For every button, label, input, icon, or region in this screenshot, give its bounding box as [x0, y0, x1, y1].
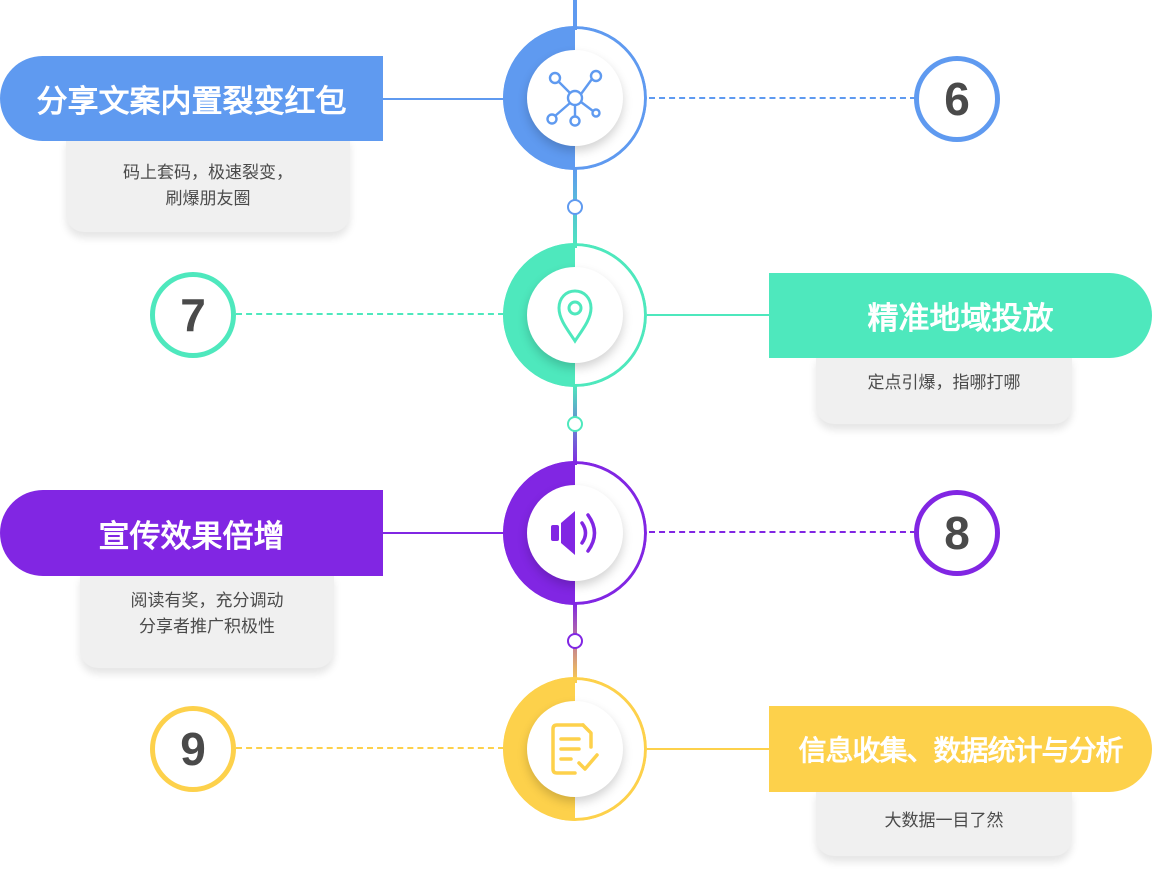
step-8-dashed-connector [649, 531, 916, 533]
step-8-description-card: 阅读有奖，充分调动 分享者推广积极性 [80, 574, 334, 668]
step-9-title: 信息收集、数据统计与分析 [798, 734, 1123, 767]
step-6-number-badge: 6 [914, 56, 1000, 142]
step-6-hub [503, 26, 647, 170]
step-8-desc-line-2: 分享者推广积极性 [139, 617, 275, 637]
step-8-title: 宣传效果倍增 [98, 518, 285, 555]
step-8-title-banner: 宣传效果倍增 [0, 490, 383, 576]
step-9-desc-line-1: 大数据一目了然 [884, 811, 1004, 831]
step-6-description-card: 码上套码，极速裂变， 刷爆朋友圈 [66, 138, 350, 232]
step-9-hub [503, 677, 647, 821]
timeline-dot [567, 416, 583, 432]
step-7-title: 精准地域投放 [867, 301, 1054, 337]
step-9-number-badge: 9 [150, 706, 236, 792]
step-7-number-badge: 7 [150, 272, 236, 358]
document-check-icon [551, 723, 599, 775]
step-8-connector [383, 532, 505, 534]
step-9-description-card: 大数据一目了然 [816, 790, 1072, 856]
step-9-dashed-connector [236, 747, 504, 749]
step-6-connector [383, 98, 505, 100]
network-share-icon [546, 69, 603, 127]
step-6-title-banner: 分享文案内置裂变红包 [0, 56, 383, 141]
timeline-dot [567, 199, 583, 215]
step-7-dashed-connector [236, 313, 504, 315]
step-8-number: 8 [944, 507, 970, 559]
step-7-number: 7 [180, 289, 206, 341]
step-8-desc-line-1: 阅读有奖，充分调动 [130, 591, 284, 611]
timeline-segment-top [573, 0, 577, 30]
step-6-title: 分享文案内置裂变红包 [36, 84, 347, 120]
step-8-number-badge: 8 [914, 490, 1000, 576]
step-7-desc-line-1: 定点引爆，指哪打哪 [867, 373, 1021, 393]
location-pin-icon [557, 289, 593, 344]
step-6-desc-line-1: 码上套码，极速裂变， [123, 163, 293, 183]
step-7-title-banner: 精准地域投放 [769, 273, 1152, 358]
timeline-dot [567, 633, 583, 649]
step-6-number: 6 [944, 73, 970, 125]
step-7-connector [647, 314, 769, 316]
step-9-number: 9 [180, 723, 206, 775]
step-9-title-banner: 信息收集、数据统计与分析 [769, 706, 1152, 792]
step-6-desc-line-2: 刷爆朋友圈 [165, 189, 251, 209]
step-8-hub [503, 461, 647, 605]
step-7-hub [503, 243, 647, 387]
step-9-connector [647, 748, 769, 750]
step-6-dashed-connector [649, 97, 916, 99]
step-7-description-card: 定点引爆，指哪打哪 [816, 356, 1072, 424]
speaker-icon [551, 511, 597, 555]
